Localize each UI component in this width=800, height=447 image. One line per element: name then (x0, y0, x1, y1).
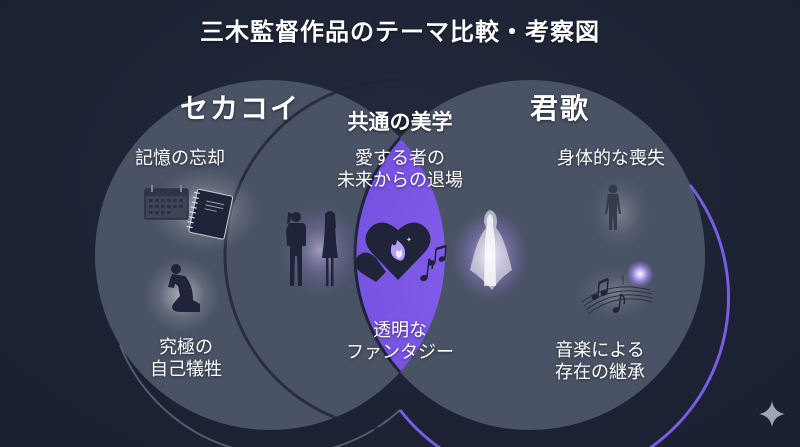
music-notes-icon (420, 244, 447, 282)
right-theme-music-inheritance: 音楽による 存在の継承 (545, 340, 655, 383)
kneeling-prayer-icon (168, 264, 200, 312)
ghost-bride-icon (470, 210, 512, 290)
left-circle (95, 80, 445, 430)
right-circle-accent-outline (398, 184, 731, 447)
diagram-title: 三木監督作品のテーマ比較・考察図 (200, 18, 600, 46)
center-theme-fantasy-line2: ファンタジー (346, 341, 454, 363)
music-staff-icon (581, 260, 654, 315)
left-theme-self-sacrifice: 究極の 自己犠牲 (150, 337, 222, 380)
center-theme-exit-line2: 未来からの退場 (337, 169, 463, 191)
right-theme-music-line1: 音楽による (555, 340, 645, 361)
center-set-title: 共通の美学 (347, 110, 453, 134)
sparkle-icon (759, 401, 785, 427)
fading-person-icon (605, 184, 621, 230)
center-theme-exit-from-future: 愛する者の 未来からの退場 (325, 148, 475, 191)
svg-text:✦: ✦ (406, 236, 412, 244)
left-theme-self-sacrifice-line2: 自己犠牲 (150, 358, 222, 380)
left-theme-memory-loss: 記憶の忘却 (135, 148, 225, 169)
right-theme-physical-loss: 身体的な喪失 (557, 148, 665, 169)
center-theme-exit-line1: 愛する者の (355, 148, 445, 169)
right-circle (355, 80, 705, 430)
left-set-title: セカコイ (180, 92, 301, 125)
left-theme-self-sacrifice-line1: 究極の (159, 337, 213, 358)
right-set-title: 君歌 (530, 92, 591, 125)
center-theme-transparent-fantasy: 透明な ファンタジー (325, 320, 475, 363)
heart-flame-icon: ✦ (355, 222, 431, 282)
left-circle-outline (119, 344, 401, 447)
notebook-icon (186, 188, 234, 240)
glowing-orb-icon (626, 260, 654, 288)
right-theme-music-line2: 存在の継承 (555, 361, 645, 383)
calendar-icon (144, 185, 189, 220)
couple-silhouette-icon (286, 211, 338, 286)
center-theme-fantasy-line1: 透明な (373, 320, 427, 341)
